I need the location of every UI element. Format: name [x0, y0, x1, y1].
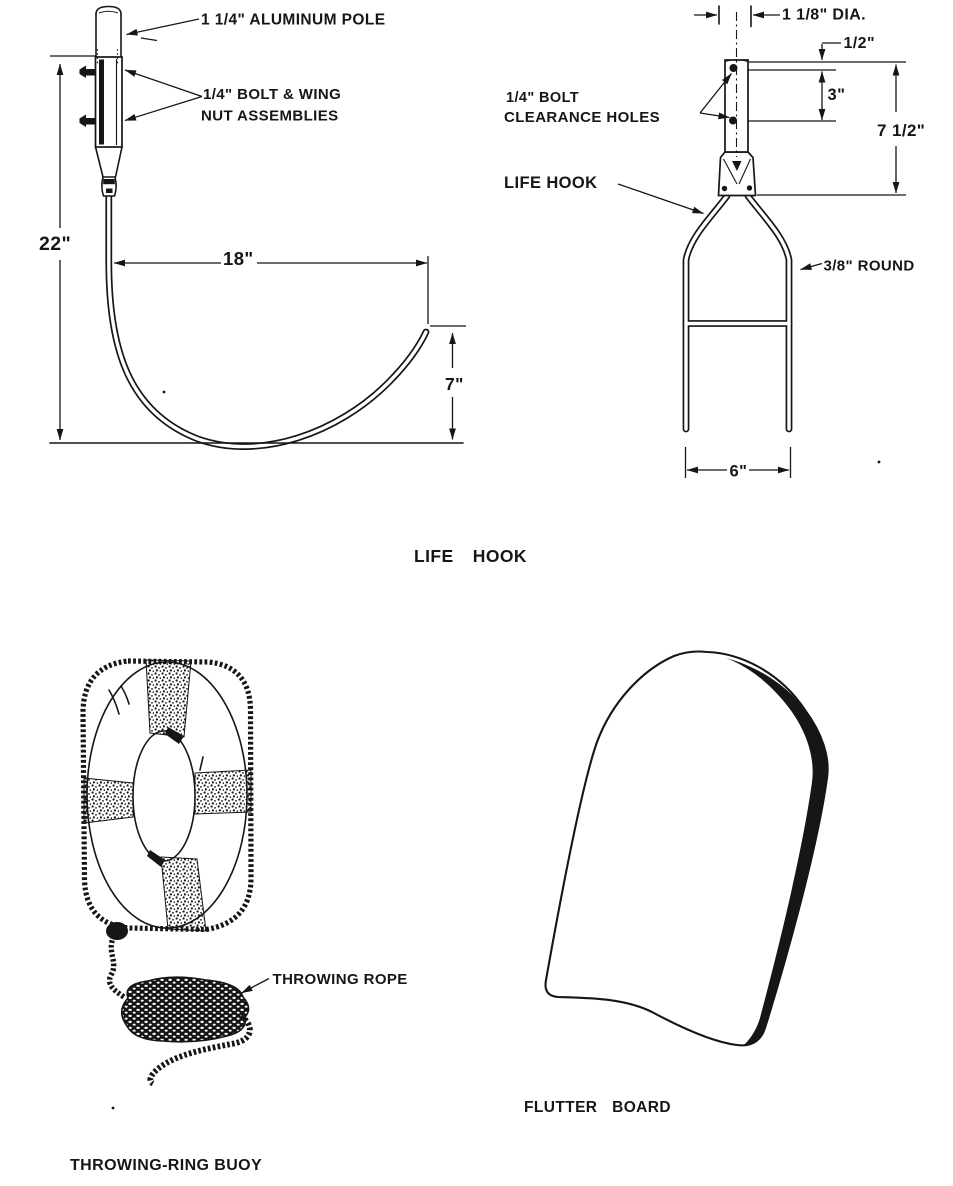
board-outline: [544, 650, 829, 1047]
grab-rope: [80, 658, 254, 933]
dim-18-label: 18": [223, 248, 254, 269]
stray-dot: [877, 460, 881, 464]
hook-rod-outline: [105, 192, 430, 450]
bolt-leader-bottom: [124, 95, 203, 122]
bolt-leader-top: [124, 69, 203, 98]
stray-dot: [111, 1106, 115, 1110]
rope-coil: [120, 976, 250, 1043]
dimension-6: 6": [684, 447, 792, 481]
hook-rod-core: [107, 194, 428, 449]
throwing-rope-label: THROWING ROPE: [273, 971, 408, 988]
life-hook-side-view: 22" 18" 7" 1 1/4" ALUMINUM POLE 1/4" BOL…: [39, 5, 466, 450]
clearance-hole-top: [729, 64, 738, 72]
ring-shading-top: [165, 727, 184, 744]
bolt-label-line1: 1/4" BOLT & WING: [203, 86, 341, 103]
dia-label: 1 1/8" DIA.: [782, 7, 866, 24]
clearance-label-line2: CLEARANCE HOLES: [504, 109, 660, 126]
mounting-bracket: [79, 49, 123, 197]
round-stock-leader: [800, 262, 823, 271]
wing-nut-assembly-top: [79, 65, 96, 78]
round-stock-label: 3/8" ROUND: [824, 258, 915, 275]
dim-7-label: 7": [445, 374, 464, 394]
life-hook-front-view: 1 1/8" DIA. 1/2" 3" 7 1/2" 1/4" BOLT CLE…: [504, 5, 925, 481]
stray-mark: [140, 37, 158, 42]
pole-label: 1 1/4" ALUMINUM POLE: [201, 12, 385, 29]
bolt-label-line2: NUT ASSEMBLIES: [201, 108, 339, 125]
clearance-leader-top: [699, 73, 733, 114]
sketch-line: [120, 685, 130, 705]
rope-knot: [106, 922, 128, 940]
shank-bar: [724, 12, 749, 157]
dim-22-label: 22": [39, 233, 71, 255]
stray-dot: [162, 390, 166, 394]
life-hook-part-label: LIFE HOOK: [504, 174, 597, 192]
dim-7-5-label: 7 1/2": [877, 121, 925, 140]
throwing-ring-buoy-figure: THROWING ROPE THROWING-RING BUOY: [70, 658, 408, 1174]
feed-rope: [106, 934, 126, 1000]
clamp-plate: [717, 151, 757, 197]
clearance-label-line1: 1/4" BOLT: [506, 90, 579, 106]
dimension-18: 18": [113, 248, 429, 324]
flutter-board-figure: FLUTTER BOARD: [524, 650, 829, 1116]
sketch-line: [199, 756, 204, 771]
rope-leader: [241, 977, 270, 994]
dimension-7: 7": [430, 325, 466, 440]
dim-half-label: 1/2": [844, 35, 875, 52]
buoy-caption: THROWING-RING BUOY: [70, 1157, 262, 1174]
wing-nut-assembly-bottom: [79, 114, 96, 127]
sketch-line: [108, 689, 120, 715]
dim-6-label: 6": [730, 463, 748, 481]
ring-bands: [83, 659, 252, 932]
rope-tail: [147, 1013, 253, 1087]
ring-hole: [132, 730, 196, 862]
dim-3-label: 3": [828, 86, 846, 104]
hook-prongs: [682, 192, 793, 433]
clearance-leader-bottom: [699, 112, 730, 120]
dimension-3: 3": [818, 71, 846, 121]
dimension-half: 1/2": [818, 35, 875, 61]
dimension-dia: 1 1/8" DIA.: [694, 5, 866, 28]
life-hook-leader: [617, 183, 704, 215]
life-hook-title: LIFE HOOK: [414, 546, 527, 566]
pole-leader-line: [126, 18, 200, 36]
dimension-22: 22": [39, 55, 96, 441]
aluminum-pole: [95, 5, 122, 57]
board-edge-thickness: [726, 658, 828, 1045]
flutter-board-caption: FLUTTER BOARD: [524, 1099, 671, 1116]
dimension-7-5: 7 1/2": [877, 64, 925, 194]
ring-shading-bottom: [147, 850, 165, 867]
clearance-hole-bottom: [729, 116, 737, 125]
